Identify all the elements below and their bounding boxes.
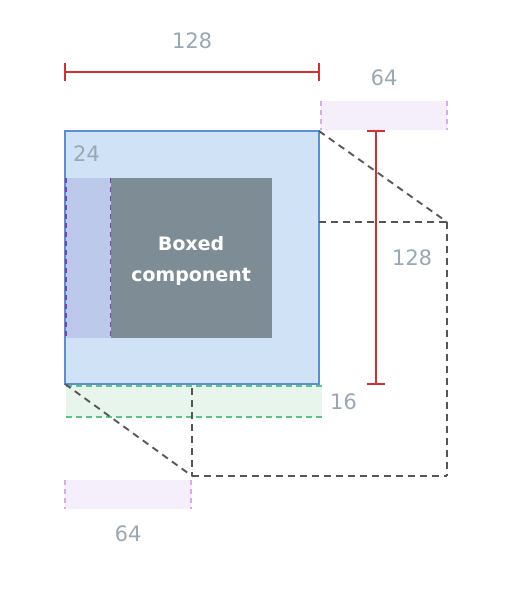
- height-label: 128: [392, 246, 432, 270]
- height-dimension: [367, 130, 385, 385]
- component-label-line1: Boxed: [158, 233, 224, 255]
- projection-lines: [64, 130, 448, 477]
- bottom-gap-region: [66, 385, 322, 418]
- left-padding-region: [65, 178, 112, 338]
- bottom-gap-label: 16: [330, 390, 357, 414]
- right-offset-label: 64: [371, 66, 398, 90]
- top-width-dimension: [64, 63, 320, 81]
- boxed-component: [111, 178, 272, 338]
- bottom-left-offset-region: [64, 480, 192, 509]
- padding-label: 24: [73, 142, 100, 166]
- top-width-label: 128: [172, 29, 212, 53]
- component-label-line2: component: [131, 264, 251, 286]
- top-right-offset-region: [320, 101, 448, 130]
- bottom-offset-label: 64: [115, 522, 142, 546]
